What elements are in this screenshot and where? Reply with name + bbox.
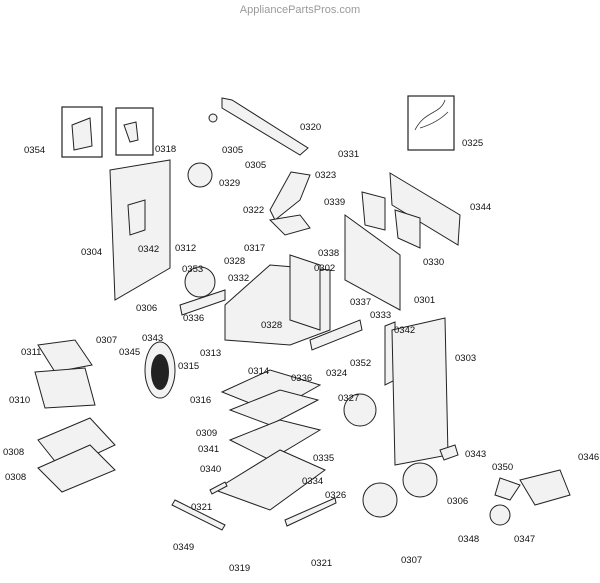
- part-label-0338: 0338: [318, 248, 339, 259]
- part-label-0342: 0342: [394, 325, 415, 336]
- part-0301: [344, 214, 401, 311]
- part-label-0332: 0332: [228, 273, 249, 284]
- part-0335: [228, 389, 320, 426]
- part-0349: [171, 499, 226, 531]
- part-label-0329: 0329: [219, 178, 240, 189]
- part-0322: [268, 214, 311, 236]
- part-0323: [269, 171, 311, 221]
- part-0344: [389, 172, 461, 246]
- part-label-0315: 0315: [178, 361, 199, 372]
- part-0312-inset: [184, 266, 216, 298]
- part-label-0307: 0307: [96, 335, 117, 346]
- part-label-0325: 0325: [462, 138, 483, 149]
- part-label-0326: 0326: [325, 490, 346, 501]
- part-label-0347: 0347: [514, 534, 535, 545]
- part-0302: [289, 254, 321, 331]
- part-label-0335: 0335: [313, 453, 334, 464]
- part-0321b: [284, 497, 337, 527]
- part-label-0317: 0317: [244, 243, 265, 254]
- part-label-0340: 0340: [200, 464, 221, 475]
- part-label-0322: 0322: [243, 205, 264, 216]
- watermark: AppliancePartsPros.com: [239, 4, 361, 16]
- part-label-0310: 0310: [9, 395, 30, 406]
- part-0321: [209, 481, 228, 495]
- part-0350: [494, 477, 521, 501]
- part-label-0311: 0311: [21, 347, 41, 358]
- part-label-0334: 0334: [302, 476, 323, 487]
- part-label-0308: 0308: [5, 472, 26, 483]
- part-label-0312: 0312: [175, 243, 196, 254]
- part-0347: [489, 504, 511, 526]
- part-0325-inset: [407, 95, 455, 151]
- part-label-0302: 0302: [314, 263, 335, 274]
- part-label-0330: 0330: [423, 257, 444, 268]
- part-0308-lower: [37, 444, 116, 493]
- part-0326: [213, 449, 326, 511]
- part-label-0303: 0303: [455, 353, 476, 364]
- part-label-0321: 0321: [311, 558, 332, 569]
- part-label-0354: 0354: [24, 145, 45, 156]
- part-0307-inset: [362, 482, 398, 518]
- part-label-0324: 0324: [326, 368, 347, 379]
- part-label-0318: 0318: [155, 144, 176, 155]
- part-0308-upper: [37, 417, 116, 471]
- part-label-0343: 0343: [142, 333, 163, 344]
- part-shapes: [34, 95, 571, 531]
- part-0303: [391, 317, 449, 466]
- part-label-0328: 0328: [224, 256, 245, 267]
- part-label-0349: 0349: [173, 542, 194, 553]
- part-label-0348: 0348: [458, 534, 479, 545]
- part-label-0350: 0350: [492, 462, 513, 473]
- part-label-0320: 0320: [300, 122, 321, 133]
- part-label-0333: 0333: [370, 310, 391, 321]
- part-0346: [519, 469, 571, 506]
- part-label-0344: 0344: [470, 202, 491, 213]
- part-0343: [439, 444, 459, 461]
- part-label-0331: 0331: [338, 149, 359, 160]
- part-0311: [37, 339, 93, 373]
- part-label-0305: 0305: [222, 145, 243, 156]
- part-0330: [394, 209, 421, 249]
- part-label-0314: 0314: [248, 366, 269, 377]
- part-label-0321: 0321: [191, 502, 212, 513]
- part-label-0341: 0341: [198, 444, 219, 455]
- part-label-0309: 0309: [196, 428, 217, 439]
- part-0329-inset: [187, 162, 213, 188]
- part-label-0337: 0337: [350, 297, 371, 308]
- part-label-0323: 0323: [315, 170, 336, 181]
- part-0310: [34, 367, 96, 409]
- part-label-0308: 0308: [3, 447, 24, 458]
- part-label-0352: 0352: [350, 358, 371, 369]
- part-label-0336: 0336: [183, 313, 204, 324]
- part-label-0306: 0306: [447, 496, 468, 507]
- part-label-0301: 0301: [414, 295, 435, 306]
- part-label-0327: 0327: [338, 393, 359, 404]
- part-label-0336: 0336: [291, 373, 312, 384]
- part-label-0306: 0306: [136, 303, 157, 314]
- part-0353: [179, 289, 226, 316]
- part-label-0305: 0305: [245, 160, 266, 171]
- part-label-0343: 0343: [465, 449, 486, 460]
- part-0340: [228, 419, 322, 461]
- part-label-0353: 0353: [182, 264, 203, 275]
- part-0331: [361, 191, 386, 231]
- part-label-0345: 0345: [119, 347, 140, 358]
- part-label-0319: 0319: [229, 563, 250, 574]
- part-0318-inset: [115, 107, 154, 156]
- part-0342: [127, 199, 146, 236]
- part-label-0316: 0316: [190, 395, 211, 406]
- part-label-0346: 0346: [578, 452, 599, 463]
- part-label-0339: 0339: [324, 197, 345, 208]
- part-0306-inset: [402, 462, 438, 498]
- part-0327-inset: [343, 393, 377, 427]
- part-0320: [221, 97, 309, 156]
- part-label-0342: 0342: [138, 244, 159, 255]
- part-label-0313: 0313: [200, 348, 221, 359]
- part-label-0307: 0307: [401, 555, 422, 566]
- part-0352: [309, 319, 363, 351]
- part-label-0304: 0304: [81, 247, 102, 258]
- part-label-0328: 0328: [261, 320, 282, 331]
